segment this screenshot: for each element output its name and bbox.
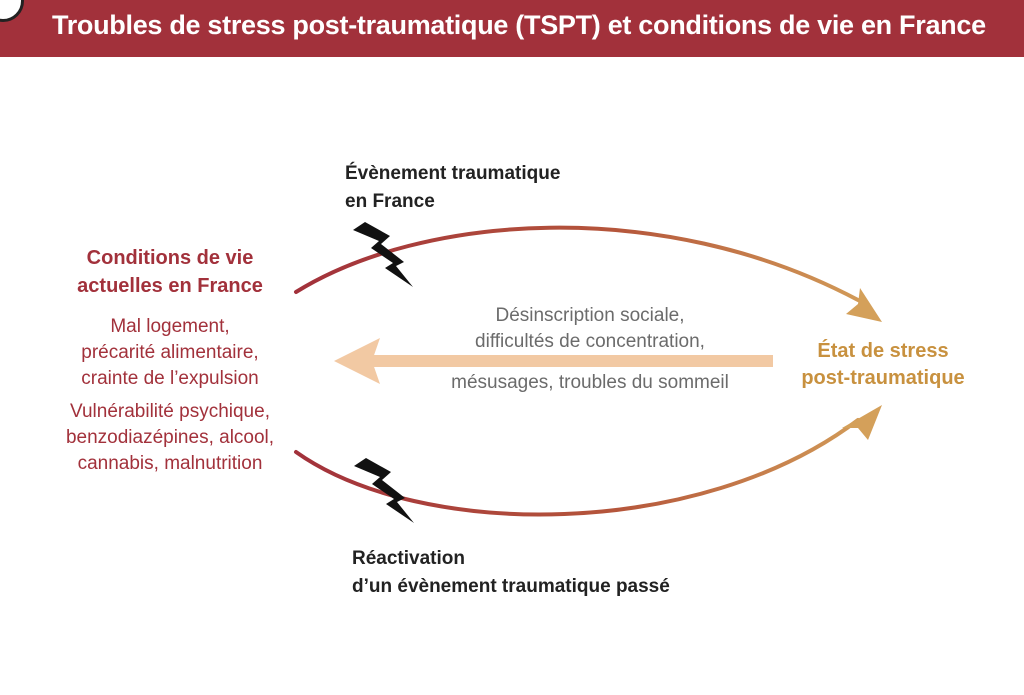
page-title: Troubles de stress post-traumatique (TSP… (52, 10, 986, 40)
middle-label-bottom: mésusages, troubles du sommeil (410, 370, 770, 396)
right-state-label: État de stress post-traumatique (783, 338, 983, 392)
middle-line: mésusages, troubles du sommeil (451, 372, 729, 393)
left-group-line: crainte de l’expulsion (81, 368, 259, 389)
left-group-line: précarité alimentaire, (81, 342, 259, 363)
top-event-label: Évènement traumatique en France (345, 160, 645, 216)
left-group-line: benzodiazépines, alcool, (65, 427, 275, 448)
bottom-event-line: Réactivation (352, 548, 465, 569)
middle-line: Désinscription sociale, (495, 305, 685, 326)
left-title-line: actuelles en France (77, 275, 263, 297)
bottom-event-line: d’un évènement traumatique passé (352, 576, 670, 597)
left-group-vulnerability: Vulnérabilité psychique, benzodiazépines… (40, 399, 300, 477)
right-state-line: État de stress (817, 340, 949, 362)
lightning-icon (354, 458, 414, 523)
top-event-line: Évènement traumatique (345, 163, 561, 184)
right-state-line: post-traumatique (801, 367, 965, 389)
bottom-curved-arrow (294, 405, 882, 517)
arrow-icon (334, 338, 380, 384)
top-curved-arrow (294, 225, 882, 322)
lightning-icon (353, 222, 413, 287)
middle-label-top: Désinscription sociale, difficultés de c… (410, 303, 770, 355)
middle-arrow (334, 338, 773, 384)
middle-line: difficultés de concentration, (475, 331, 705, 352)
left-title-line: Conditions de vie (86, 247, 254, 269)
left-group-line: Mal logement, (110, 316, 230, 337)
left-group-line: cannabis, malnutrition (77, 453, 263, 474)
arrow-icon (846, 288, 882, 322)
top-event-line: en France (345, 191, 435, 212)
left-group-line: Vulnérabilité psychique, (70, 401, 270, 422)
header-bar: Troubles de stress post-traumatique (TSP… (0, 0, 1024, 57)
arrow-icon (842, 405, 882, 440)
left-title: Conditions de vie actuelles en France (40, 244, 300, 300)
bottom-event-label: Réactivation d’un évènement traumatique … (352, 545, 772, 601)
left-group-housing: Mal logement, précarité alimentaire, cra… (40, 314, 300, 392)
